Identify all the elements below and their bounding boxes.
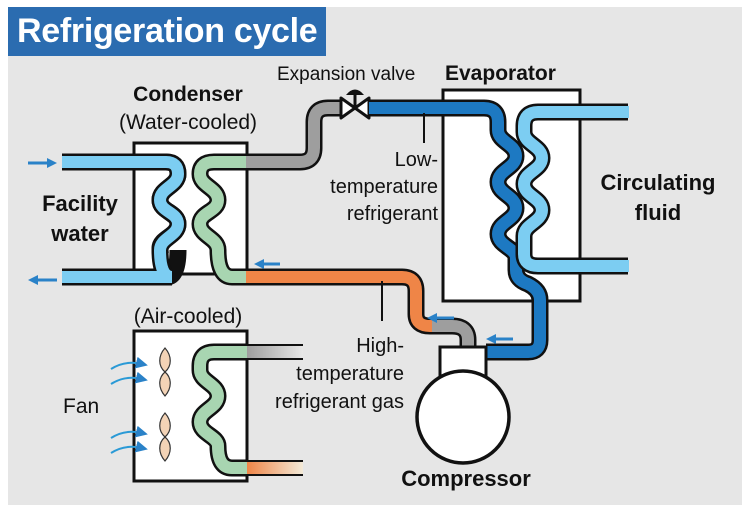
condenser-label: Condenser <box>133 83 243 106</box>
circulating-fluid-pipe <box>515 103 629 275</box>
circulating-fluid-label-line1: Circulating <box>601 170 716 195</box>
compressor-label: Compressor <box>401 466 531 491</box>
low-temp-label-line1: Low- <box>395 149 438 171</box>
water-cooled-label: (Water-cooled) <box>119 111 257 134</box>
air-cooled-label: (Air-cooled) <box>134 305 243 328</box>
compressor-suction-arrow <box>486 334 513 344</box>
evaporator-label: Evaporator <box>445 62 556 85</box>
facility-water-label-line2: water <box>50 221 109 246</box>
high-temp-label-line1: High- <box>356 335 404 357</box>
facility-water-label-line1: Facility <box>42 191 119 216</box>
high-temp-label-line3: refrigerant gas <box>275 391 404 413</box>
facility-water-out-arrow <box>28 275 57 285</box>
low-temp-label-line2: temperature <box>330 176 438 198</box>
low-temp-label-line3: refrigerant <box>347 203 439 225</box>
page-title: Refrigeration cycle <box>8 7 327 56</box>
fan-icon <box>159 347 171 462</box>
low-temperature-refrigerant-pipe <box>369 99 549 361</box>
air-cooled-refrigerant-coil <box>191 343 247 477</box>
expansion-valve-label: Expansion valve <box>277 64 415 85</box>
expansion-valve-icon <box>339 89 371 120</box>
air-cooled-pipe-stubs <box>247 344 303 476</box>
circulating-fluid-label-line2: fluid <box>635 200 681 225</box>
high-temp-label-line2: temperature <box>296 363 404 385</box>
facility-water-in-arrow <box>28 158 57 168</box>
condenser-inlet-arrow <box>254 259 280 269</box>
airflow-arrows <box>110 356 148 454</box>
facility-water-pipe <box>62 153 187 286</box>
condenser-refrigerant-coil <box>191 153 247 286</box>
fan-label: Fan <box>63 395 99 418</box>
compressor-discharge-arrow <box>427 313 454 323</box>
compressor-icon <box>415 345 511 465</box>
flow-direction-arrows <box>28 158 513 344</box>
high-temperature-refrigerant-pipe <box>246 268 477 347</box>
diagram-background <box>8 7 742 505</box>
liquid-line-pipe <box>246 99 340 171</box>
